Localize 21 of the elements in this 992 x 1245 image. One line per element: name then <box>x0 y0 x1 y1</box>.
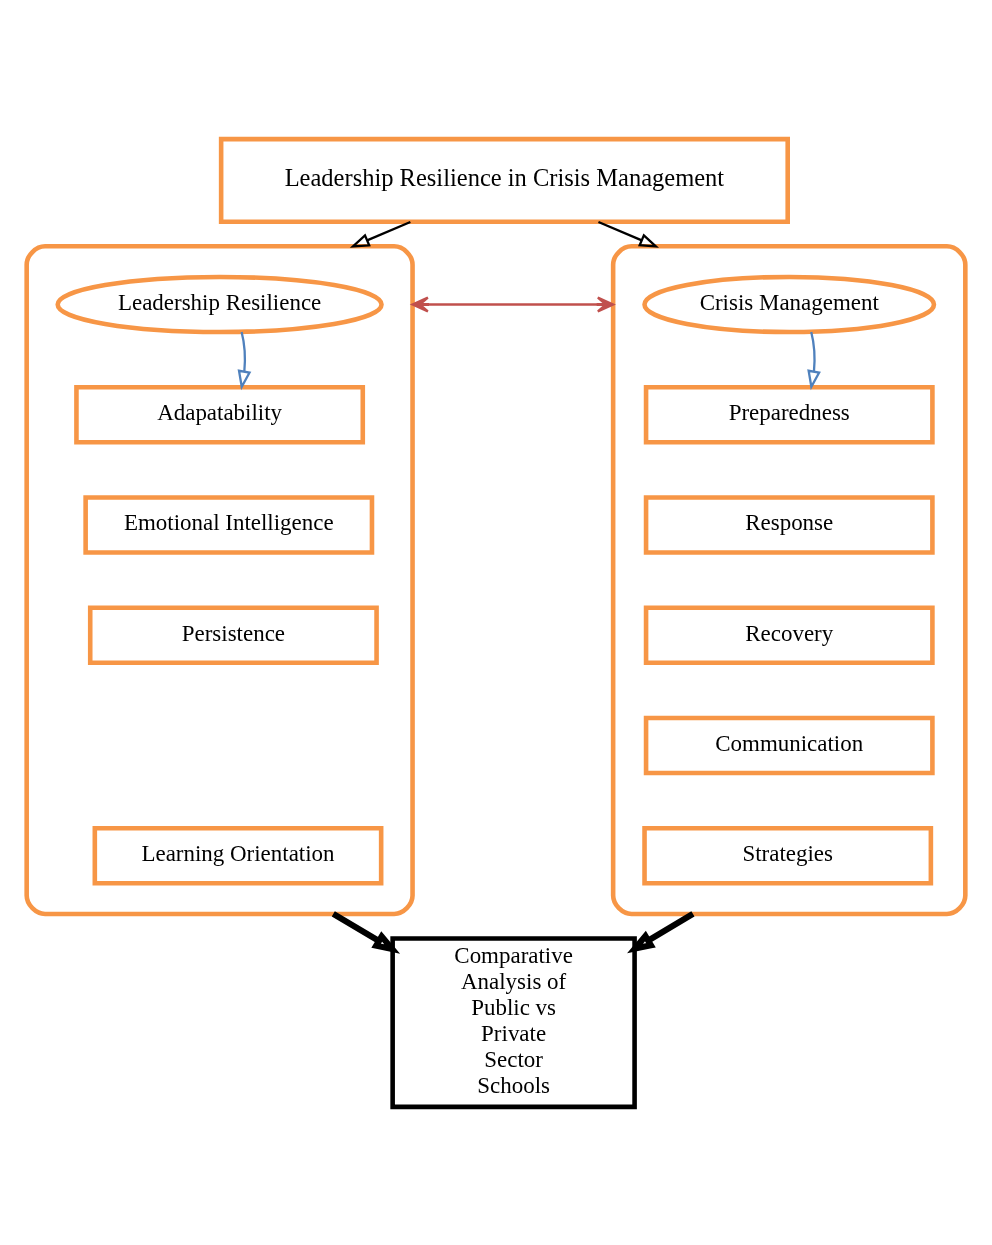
arrow <box>598 220 660 248</box>
node-box: Response <box>643 494 935 555</box>
node-box: Adapatability <box>74 384 366 445</box>
node-box: Emotional Intelligence <box>83 494 375 555</box>
arrow <box>807 331 821 390</box>
node-box: Strategies <box>642 825 934 886</box>
node-box: Preparedness <box>643 384 935 445</box>
node-ellipse: Crisis Management <box>642 274 937 334</box>
arrow <box>627 910 695 953</box>
node-box: Recovery <box>643 604 935 665</box>
node-ellipse: Leadership Resilience <box>55 274 384 334</box>
arrow <box>331 910 401 954</box>
arrow <box>411 295 615 313</box>
node-box: Learning Orientation <box>92 825 384 886</box>
node-box: Communication <box>643 715 935 775</box>
node-box: Leadership Resilience in Crisis Management <box>218 136 790 224</box>
cluster <box>24 243 415 916</box>
cluster <box>610 243 968 916</box>
node-box: Comparative Analysis of Public vs Private Sector Schools <box>390 935 637 1109</box>
arrow <box>237 331 252 390</box>
node-box: Persistence <box>87 604 379 665</box>
